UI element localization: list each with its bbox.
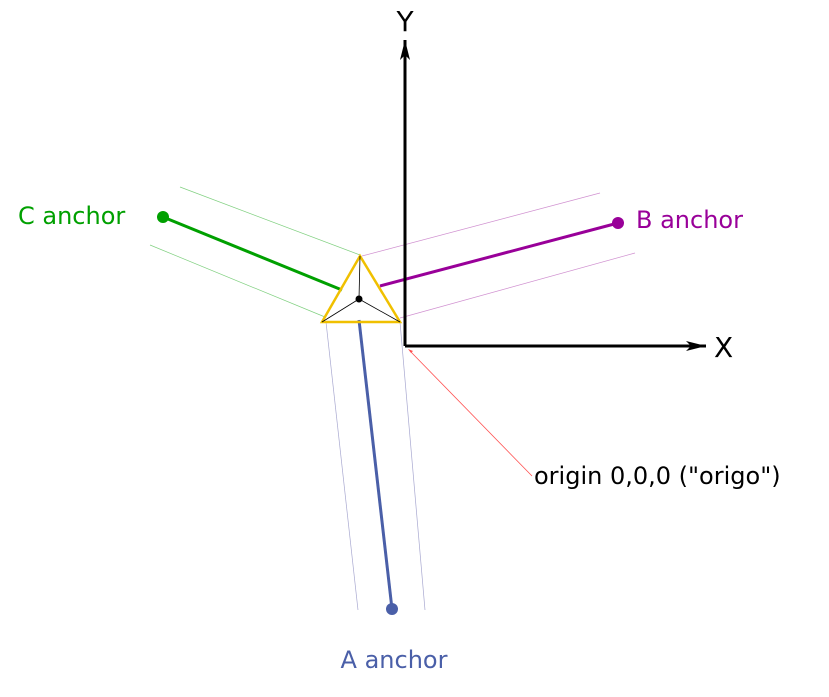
b-guide-lines [361, 192, 636, 319]
b-anchor-label: B anchor [636, 206, 743, 234]
triangle-outline [319, 253, 403, 324]
triangle-spoke-left [321, 298, 360, 323]
a-guide-line-right [399, 321, 426, 611]
b-guide-line-lower [399, 252, 636, 319]
c-anchor-point [157, 211, 169, 223]
c-guide-line-upper [179, 186, 361, 256]
a-guide-lines [325, 321, 426, 611]
c-anchor-arm [162, 215, 343, 292]
triangle-center-dot [355, 295, 363, 303]
x-axis-label: X [714, 331, 733, 364]
b-anchor-arm [379, 221, 619, 288]
b-anchor-point [612, 217, 624, 229]
c-anchor-label: C anchor [18, 202, 125, 230]
a-anchor-label: A anchor [341, 646, 448, 674]
b-guide-line-upper [361, 192, 601, 257]
c-guide-line-lower [149, 244, 326, 318]
a-anchor-point [386, 603, 398, 615]
c-guide-lines [149, 186, 361, 318]
origin-pointer-line [409, 350, 533, 477]
center-triangle [319, 253, 403, 324]
origin-label: origin 0,0,0 ("origo") [534, 462, 781, 490]
triangle-spoke-right [358, 298, 401, 323]
a-anchor-arm [357, 319, 394, 610]
origin-pointer-arrowhead [408, 349, 413, 353]
triangle-spoke-top [358, 255, 361, 300]
a-guide-line-left [325, 321, 359, 611]
y-axis-label: Y [395, 5, 414, 38]
